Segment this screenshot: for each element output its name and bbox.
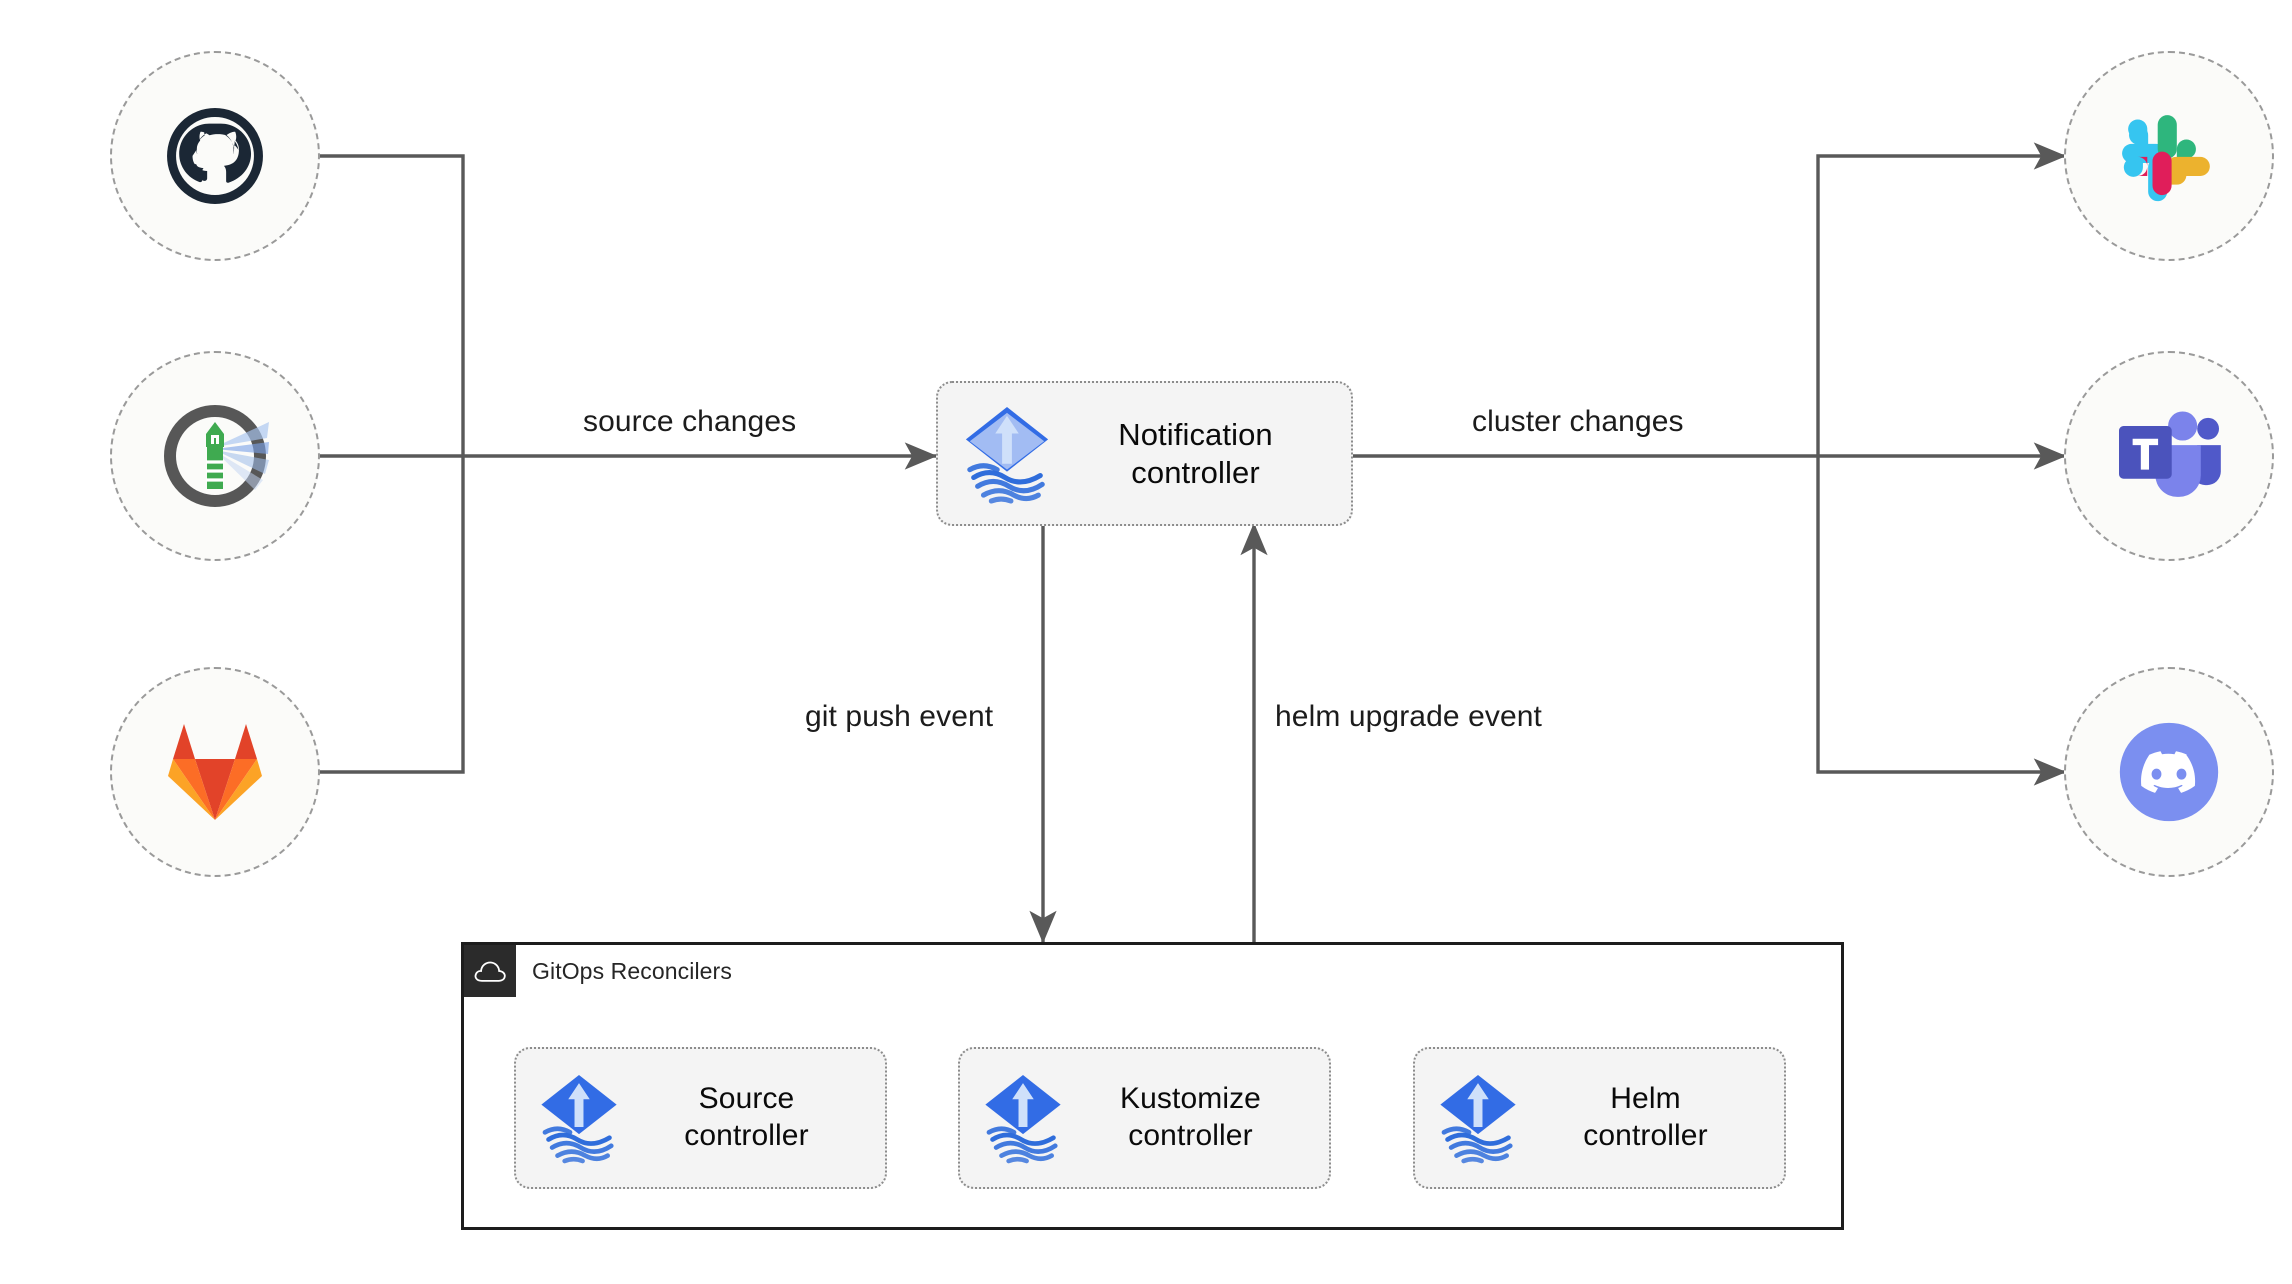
container-title: GitOps Reconcilers	[532, 957, 732, 984]
helm-controller-box[interactable]: Helm controller	[1413, 1047, 1786, 1189]
flux-logo-icon	[960, 1071, 1066, 1165]
microsoft-teams-icon	[2119, 411, 2221, 497]
edge-label-cluster-changes: cluster changes	[1472, 405, 1684, 438]
kustomize-controller-box[interactable]: Kustomize controller	[958, 1047, 1331, 1189]
gitops-reconcilers-container[interactable]: GitOps Reconcilers Source controller	[461, 942, 1844, 1230]
edge-trunk-discord	[1816, 456, 2067, 786]
edge-label-helm-upgrade-event: helm upgrade event	[1275, 700, 1542, 733]
edge-trunk-slack	[1816, 142, 2067, 456]
destination-node-discord[interactable]	[2064, 667, 2274, 877]
kustomize-controller-label: Kustomize controller	[1120, 1082, 1261, 1152]
helm-controller-label: Helm controller	[1583, 1082, 1708, 1152]
flux-logo-icon	[1415, 1071, 1521, 1165]
source-controller-label: Source controller	[684, 1082, 809, 1152]
slack-icon	[2122, 115, 2210, 202]
cloud-icon	[474, 961, 506, 982]
gitlab-icon	[168, 724, 262, 820]
edge-label-source-changes: source changes	[583, 405, 797, 438]
notification-controller-box[interactable]: Notification controller	[936, 381, 1353, 526]
source-node-github[interactable]	[110, 51, 320, 261]
destination-node-teams[interactable]	[2064, 351, 2274, 561]
discord-icon	[2119, 722, 2219, 822]
flux-logo-icon	[938, 403, 1054, 505]
source-node-flux[interactable]	[110, 351, 320, 561]
notification-controller-label: Notification controller	[1118, 416, 1273, 490]
github-icon	[167, 108, 263, 204]
edge-label-git-push-event: git push event	[805, 700, 994, 733]
container-header: GitOps Reconcilers	[464, 945, 732, 997]
destination-node-slack[interactable]	[2064, 51, 2274, 261]
cloud-badge	[464, 945, 516, 997]
source-node-gitlab[interactable]	[110, 667, 320, 877]
source-controller-box[interactable]: Source controller	[514, 1047, 887, 1189]
flux-lighthouse-icon	[164, 405, 269, 507]
flux-logo-icon	[516, 1071, 622, 1165]
